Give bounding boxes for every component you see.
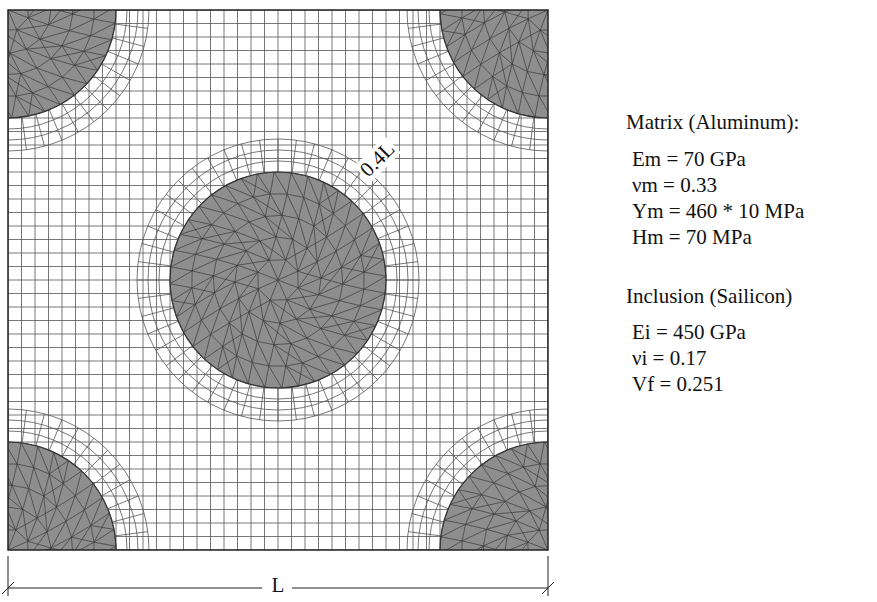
dimension-label: L bbox=[270, 574, 287, 597]
matrix-grid bbox=[8, 10, 548, 550]
property-value: Em = 70 GPa bbox=[632, 148, 746, 171]
corner-inclusion bbox=[8, 442, 116, 550]
property-value: Ym = 460 * 10 MPa bbox=[632, 200, 804, 223]
property-value: Vf = 0.251 bbox=[632, 373, 724, 396]
property-value: νm = 0.33 bbox=[632, 174, 717, 197]
property-value: νi = 0.17 bbox=[632, 347, 706, 370]
matrix-rings bbox=[8, 10, 548, 550]
material-heading: Matrix (Aluminum): bbox=[626, 111, 799, 134]
corner-inclusion bbox=[8, 10, 116, 118]
property-value: Hm = 70 MPa bbox=[632, 226, 752, 249]
center-inclusion bbox=[170, 172, 386, 388]
mesh bbox=[8, 10, 548, 550]
material-heading: Inclusion (Sailicon) bbox=[626, 285, 792, 308]
corner-inclusion bbox=[440, 442, 548, 550]
property-value: Ei = 450 GPa bbox=[632, 321, 746, 344]
corner-inclusion bbox=[440, 10, 548, 118]
dimension-label: 0.4L bbox=[354, 136, 401, 183]
cell-border bbox=[8, 10, 548, 550]
